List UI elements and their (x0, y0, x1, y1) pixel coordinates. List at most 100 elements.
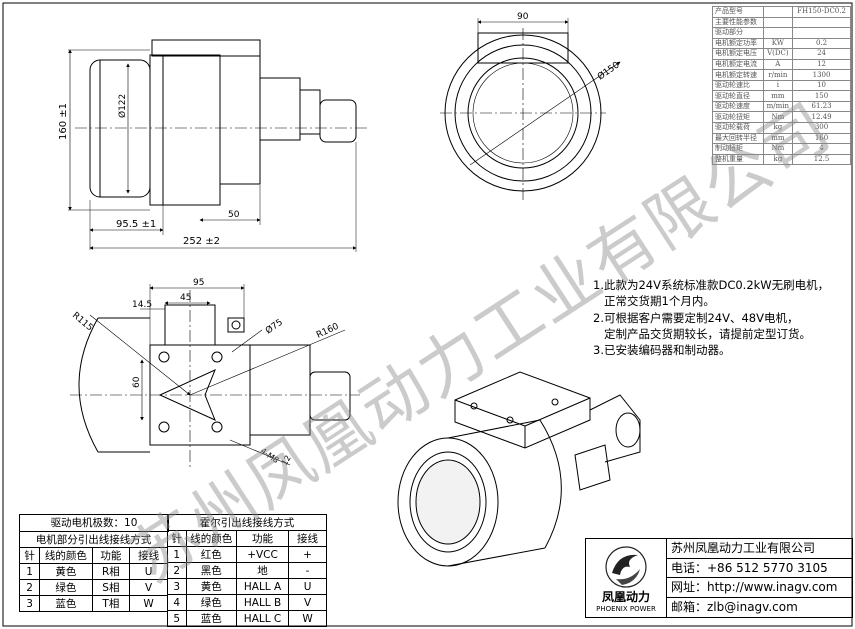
wiring-table-title: 电机部分引出线接线方式 (19, 531, 168, 548)
spec-name: 最大回转半径 (712, 132, 764, 145)
wiring-cell: HALL C (235, 610, 290, 627)
wiring-cell: 4 (167, 594, 187, 611)
spec-value: FH150-DC0.2 (792, 6, 851, 18)
dim-d75: Ø75 (263, 317, 285, 337)
spec-value (792, 27, 851, 39)
wiring-cell: S相 (91, 579, 131, 596)
dim-w14-5: 14.5 (132, 300, 152, 310)
note-line: 3.已安装编码器和制动器。 (593, 343, 731, 358)
isometric-view (397, 371, 641, 567)
company-email[interactable]: 邮箱：zlb@inagv.com (671, 599, 798, 614)
company-block: 凤凰动力 PHOENIX POWER 苏州凤凰动力工业有限公司 电话：+86 5… (585, 538, 853, 618)
wiring-cell: 2 (167, 562, 187, 579)
spec-unit: kg (762, 153, 794, 166)
dim-m8: 4-M8 (259, 446, 281, 465)
company-web[interactable]: 网址：http://www.inagv.com (667, 578, 852, 598)
spec-unit: kg (762, 122, 794, 134)
spec-value: 12.49 (792, 111, 851, 123)
spec-name: 电机额定功率 (712, 37, 764, 50)
dim-w95-5: 95.5 ±1 (116, 219, 156, 230)
dim-w45: 45 (180, 293, 191, 303)
top-view (70, 284, 360, 470)
notes: 1.此款为24V系统标准款DC0.2kW无刷电机， 正常交货期1个月内。 2.可… (593, 277, 829, 358)
spec-value: 150 (792, 90, 851, 102)
dim-r160: R160 (315, 322, 341, 341)
wiring-cell: 绿色 (185, 594, 238, 611)
spec-row: 主要性能参数 (712, 16, 851, 29)
spec-value (792, 16, 851, 29)
spec-unit: mm (762, 132, 794, 145)
spec-name: 驱动轮直径 (712, 90, 764, 102)
spec-value: 300 (792, 122, 851, 134)
spec-unit: KW (762, 37, 794, 50)
wiring-cell: 黄色 (39, 563, 93, 580)
side-view (68, 39, 370, 252)
dim-w90: 90 (517, 12, 529, 22)
pole-count-label: 驱动电机极数：10 (19, 514, 169, 532)
wiring-cell: 2 (18, 579, 41, 596)
wiring-cell: 红色 (185, 546, 238, 563)
wiring-header: 接线 (288, 530, 327, 547)
note-line: 2.可根据客户需要定制24V、48V电机， (593, 310, 799, 325)
spec-unit: i (762, 79, 794, 92)
wiring-cell: 3 (18, 595, 41, 612)
logo-en-text: PHOENIX POWER (596, 605, 656, 613)
dim-w252: 252 ±2 (183, 236, 220, 247)
spec-name: 电机额定电压 (712, 48, 764, 60)
spec-row: 驱动部分 (712, 27, 851, 39)
spec-value: 160 (792, 132, 851, 145)
wiring-cell: T相 (91, 595, 131, 612)
spec-name: 电机额定电流 (712, 58, 764, 71)
company-logo: 凤凰动力 PHOENIX POWER (586, 539, 667, 617)
wiring-cell: 蓝色 (39, 595, 93, 612)
note-line: 1.此款为24V系统标准款DC0.2kW无刷电机， (593, 278, 830, 292)
spec-name: 产品型号 (712, 6, 764, 18)
spec-name: 驱动轮速度 (712, 100, 764, 113)
wiring-cell: 绿色 (39, 579, 93, 596)
spec-value: 24 (792, 48, 851, 60)
note-line: 正常交货期1个月内。 (604, 294, 715, 309)
logo-cn-text: 凤凰动力 (602, 589, 650, 604)
dim-r115: R115 (70, 311, 94, 334)
wiring-cell: 5 (167, 610, 187, 627)
wiring-cell: U (129, 563, 168, 580)
wiring-cell: V (129, 579, 168, 596)
spec-unit: A (762, 58, 794, 71)
spec-value: 4 (792, 143, 851, 155)
spec-unit (762, 16, 794, 29)
spec-name: 驱动轮速比 (712, 79, 764, 92)
spec-value: 12.5 (792, 153, 851, 166)
wiring-cell: + (288, 546, 327, 563)
spec-name: 主要性能参数 (712, 16, 764, 29)
spec-name: 驱动轮载荷 (712, 122, 764, 134)
spec-name: 电机额定转速 (712, 69, 764, 81)
spec-value: 1300 (792, 69, 851, 81)
spec-name: 整机重量 (712, 153, 764, 166)
wiring-cell: HALL A (235, 578, 290, 595)
front-view (440, 18, 621, 200)
wiring-header: 功能 (91, 547, 131, 564)
wiring-cell: V (288, 594, 327, 611)
spec-unit: Nm (762, 143, 794, 155)
spec-unit: V(DC) (762, 48, 794, 60)
wiring-cell: 黄色 (185, 578, 238, 595)
wiring-cell: 地 (235, 562, 290, 579)
